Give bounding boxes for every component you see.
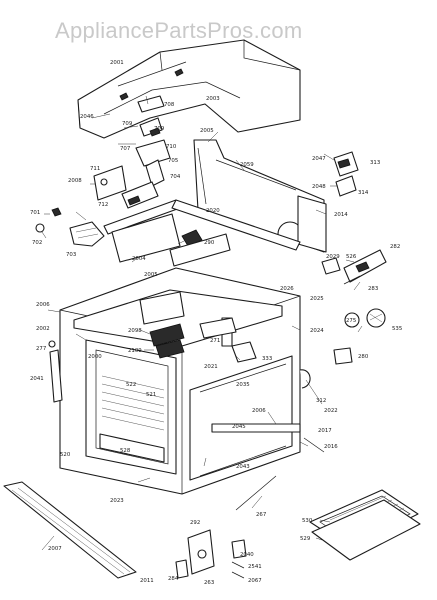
callout-2541: 2541: [248, 564, 262, 570]
callout-709b: 709: [154, 126, 165, 132]
left-bracket-703: [35, 207, 105, 247]
callout-2007: 2007: [48, 546, 62, 552]
callout-529: 529: [300, 536, 311, 542]
door-hinge-parts: [175, 437, 325, 579]
callout-2067: 2067: [248, 578, 262, 584]
callout-2001: 2001: [110, 60, 124, 66]
callout-2043: 2043: [236, 464, 250, 470]
callout-702: 702: [32, 240, 42, 246]
callout-2008: 2008: [68, 178, 82, 184]
callout-2016: 2016: [324, 444, 338, 450]
callout-280: 280: [358, 354, 369, 360]
callout-292: 292: [190, 520, 200, 526]
callout-528: 528: [120, 448, 131, 454]
callout-520: 520: [60, 452, 71, 458]
callout-2047: 2047: [312, 156, 326, 162]
callout-313: 313: [370, 160, 380, 166]
callout-704: 704: [170, 174, 181, 180]
switch-bracket-cluster: [93, 95, 171, 209]
cavity-interior-parts: [139, 291, 257, 363]
callout-284: 284: [168, 576, 179, 582]
callout-2045: 2045: [232, 424, 246, 430]
callout-2021: 2021: [204, 364, 218, 370]
callout-2005: 2005: [200, 128, 214, 134]
callout-2000: 2000: [88, 354, 102, 360]
callout-labels: 2001 2003 2046 708 709 709 707 710 2005 …: [30, 60, 402, 586]
callout-2006: 2006: [36, 302, 50, 308]
callout-2048: 2048: [312, 184, 326, 190]
callout-277: 277: [36, 346, 46, 352]
callout-2023: 2023: [110, 498, 124, 504]
callout-2041: 2041: [30, 376, 44, 382]
callout-710: 710: [166, 144, 177, 150]
thermostat-switch-313: [333, 151, 359, 197]
callout-2024: 2024: [310, 328, 324, 334]
callout-2020: 2020: [206, 208, 220, 214]
upper-frame-crossbar: [103, 199, 301, 267]
callout-290: 290: [204, 240, 215, 246]
callout-267: 267: [256, 512, 266, 518]
oven-lamp-assembly: [299, 308, 386, 389]
callout-263: 263: [204, 580, 214, 586]
callout-2046: 2046: [80, 114, 94, 120]
callout-2040: 2040: [240, 552, 254, 558]
callout-530: 530: [302, 518, 313, 524]
callout-712: 712: [98, 202, 108, 208]
callout-2109: 2109: [128, 348, 142, 354]
callout-705: 705: [168, 158, 178, 164]
callout-2005b: 2005: [144, 272, 158, 278]
callout-709: 709: [122, 121, 133, 127]
broiler-pan: [309, 489, 421, 561]
callout-283: 283: [368, 286, 378, 292]
callout-707: 707: [120, 146, 130, 152]
callout-2017: 2017: [318, 428, 332, 434]
left-trim-strip: [48, 340, 63, 403]
kick-plate-2007: [3, 481, 137, 579]
callout-701: 701: [30, 210, 40, 216]
callout-333: 333: [262, 356, 272, 362]
callout-703: 703: [66, 252, 76, 258]
callout-2098: 2098: [128, 328, 142, 334]
callout-708: 708: [164, 102, 175, 108]
callout-526: 526: [346, 254, 357, 260]
watermark-text: AppliancePartsPros.com: [55, 18, 302, 43]
callout-275: 275: [346, 318, 356, 324]
callout-521: 521: [146, 392, 156, 398]
callout-2002: 2002: [36, 326, 50, 332]
callout-2011: 2011: [140, 578, 154, 584]
callout-2029: 2029: [326, 254, 340, 260]
callout-2025: 2025: [310, 296, 324, 302]
callout-2014: 2014: [334, 212, 348, 218]
callout-711: 711: [90, 166, 100, 172]
callout-2004: 2004: [132, 256, 146, 262]
oven-cavity-body: [59, 267, 301, 495]
top-cover-panel: [77, 39, 301, 139]
callout-2026: 2026: [280, 286, 294, 292]
callout-2003: 2003: [206, 96, 220, 102]
callout-522: 522: [126, 382, 136, 388]
callout-2022: 2022: [324, 408, 338, 414]
callout-2059: 2059: [240, 162, 254, 168]
callout-314: 314: [358, 190, 369, 196]
callout-leader-lines: [41, 95, 363, 551]
callout-2006b: 2006: [252, 408, 266, 414]
callout-535: 535: [392, 326, 402, 332]
callout-2035: 2035: [236, 382, 250, 388]
callout-271: 271: [210, 338, 220, 344]
element-connector-282: [321, 249, 387, 285]
callout-312: 312: [316, 398, 326, 404]
callout-282: 282: [390, 244, 400, 250]
